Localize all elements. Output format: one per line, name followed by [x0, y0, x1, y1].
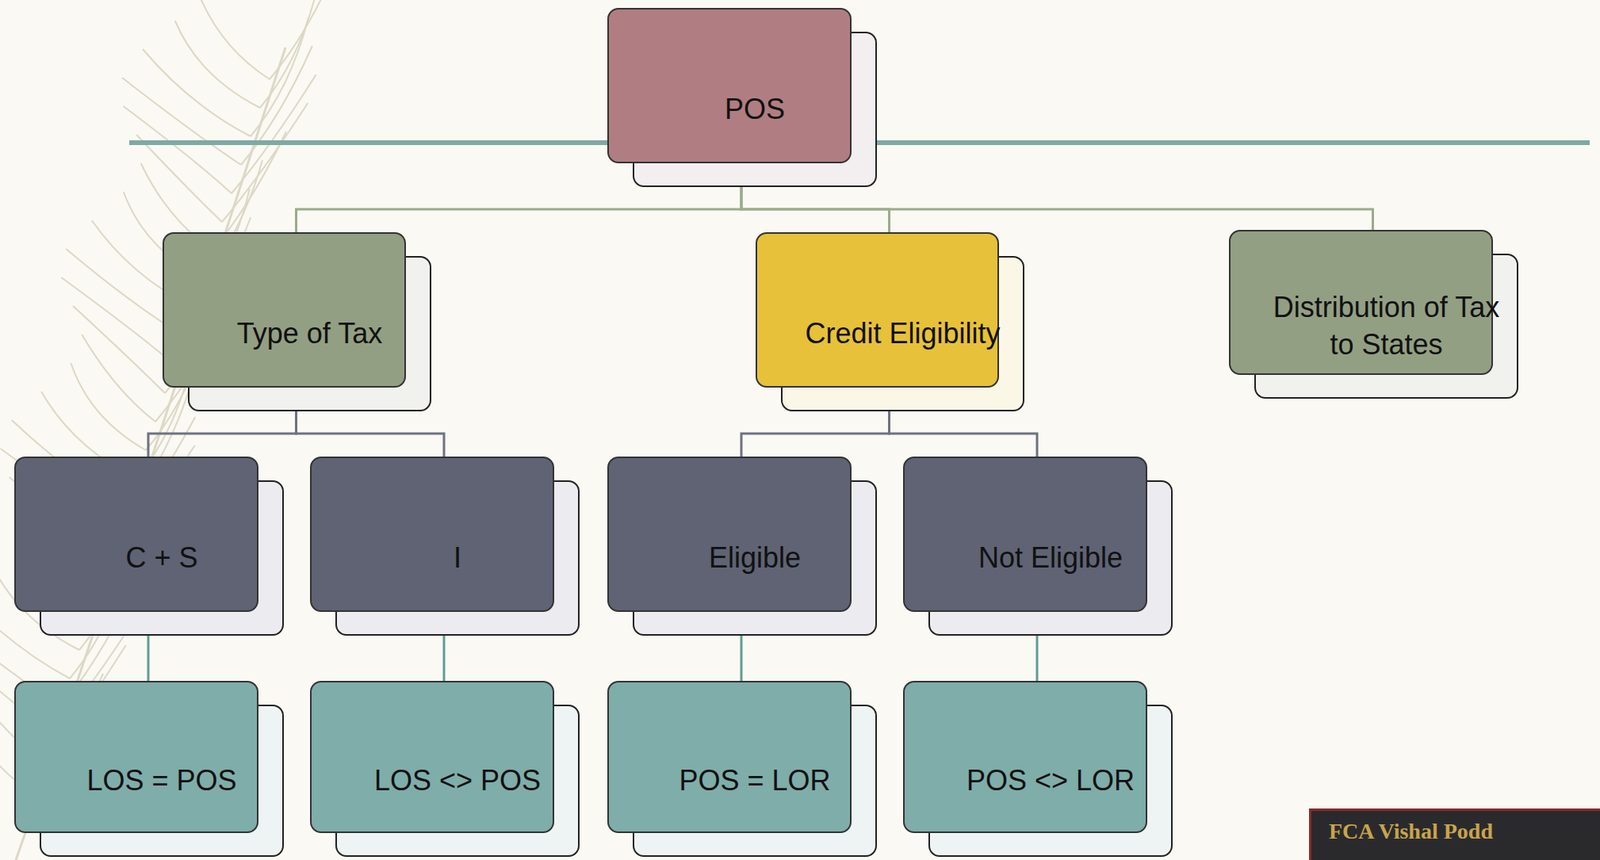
tree-box: Type of Tax [187, 256, 432, 412]
shadow-box [14, 681, 259, 834]
shadow-box [607, 681, 852, 834]
tree-box: LOS = POS [39, 704, 284, 858]
shadow-box [903, 681, 1148, 834]
box-label: Not Eligible [968, 539, 1133, 578]
shadow-box [607, 456, 852, 613]
shadow-box [14, 456, 259, 613]
watermark-panel: FCA Vishal Podd [1309, 808, 1600, 860]
shadow-box [310, 681, 555, 834]
feather-stroke [241, 45, 313, 165]
box-label: Eligible [699, 539, 811, 578]
shadow-box [607, 7, 852, 164]
tree-box: POS [632, 31, 877, 188]
feather-stroke [198, 0, 270, 80]
box-label: POS <> LOR [956, 762, 1145, 800]
feather-stroke [136, 134, 223, 223]
shadow-box [310, 456, 555, 613]
feather-decoration [0, 0, 339, 860]
box-label: I [444, 539, 471, 578]
box-label: C + S [115, 539, 207, 578]
box-label: POS = LOR [669, 762, 840, 800]
watermark: FCA Vishal Podd [1328, 819, 1493, 845]
box-label: Distribution of Tax to States [1255, 289, 1517, 364]
tree-box: I [335, 480, 580, 636]
shadow-box [903, 456, 1148, 613]
tree-box: Not Eligible [928, 480, 1173, 636]
tree-box: Distribution of Tax to States [1254, 253, 1519, 399]
shadow-box [755, 232, 1000, 388]
tree-box: C + S [39, 480, 284, 636]
feather-stroke [72, 306, 165, 394]
feather-stroke [175, 20, 261, 108]
feather-stroke [70, 363, 146, 451]
tree-box: POS = LOR [632, 704, 877, 858]
tree-box: LOS <> POS [335, 704, 580, 858]
box-label: LOS = POS [76, 762, 246, 800]
tree-box: POS <> LOR [928, 704, 1173, 858]
box-label: Type of Tax [227, 315, 392, 353]
tree-box: Credit Eligibility [780, 256, 1025, 412]
tree-box: Eligible [632, 480, 877, 636]
feather-stroke [250, 17, 309, 137]
shadow-box [162, 232, 406, 388]
box-label: LOS <> POS [364, 762, 551, 800]
box-label: POS [715, 91, 795, 129]
box-label: Credit Eligibility [795, 315, 1010, 353]
